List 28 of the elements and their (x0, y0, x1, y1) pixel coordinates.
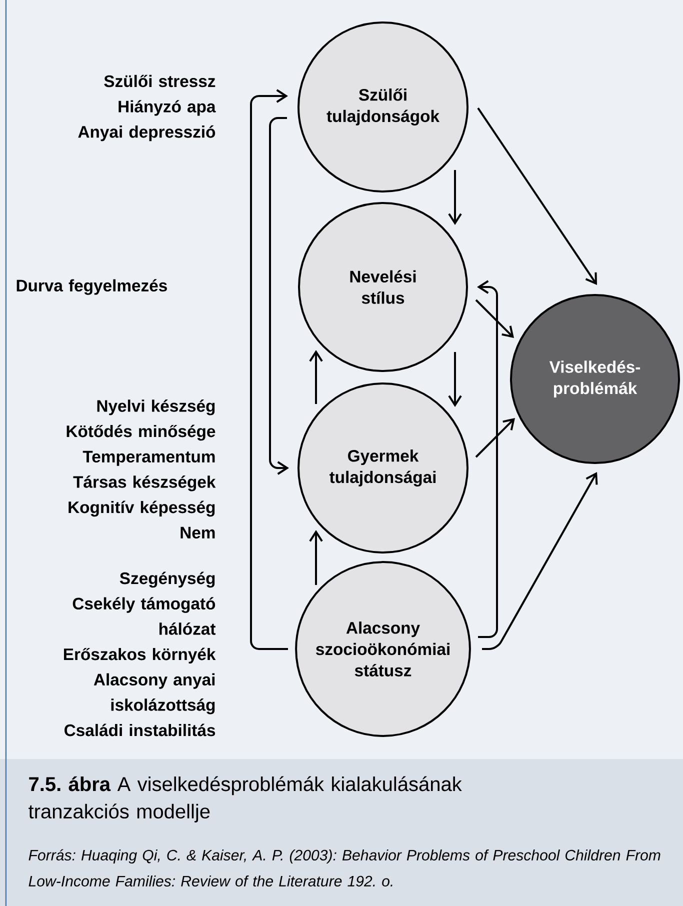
arrow (475, 299, 514, 338)
figure-caption: 7.5. ábra A viselkedésproblémák kialakulásának tranzakciós modellje (28, 776, 462, 822)
arrow (448, 352, 462, 407)
arrow (269, 117, 289, 475)
factor-label: Családi instabilitás (64, 724, 216, 736)
factor-label: Nem (180, 526, 215, 539)
factor-label: Hiányzó apa (118, 100, 216, 116)
arrow (309, 530, 323, 585)
factor-label: Szegénység (120, 572, 215, 588)
arrow (477, 280, 498, 638)
factor-label: Csekély támogató hálózat (72, 597, 216, 635)
source-note: Forrás: Huaqing Qi, C. & Kaiser, A. P. (2003): Behavior Problems of Preschool Children From Low-Income Families: Review of the Literature 192. o. (28, 849, 660, 887)
factor-label: Szülői stressz (104, 74, 216, 88)
arrow (250, 89, 288, 650)
factor-label: Durva fegyelmezés (16, 279, 167, 295)
arrow (309, 350, 323, 404)
arrow (482, 472, 598, 650)
factor-label: Erőszakos környék (64, 648, 216, 664)
factor-label: Temperamentum (82, 450, 215, 466)
arrow (448, 170, 462, 225)
factor-label: Kötődés minősége (66, 424, 216, 441)
factor-label: Társas készségek (73, 475, 216, 492)
factor-label: Nyelvi készség (97, 399, 215, 416)
arrow (475, 418, 515, 458)
factor-label: Kognitív képesség (68, 500, 215, 517)
factor-label: Alacsony anyai iskolázottság (94, 673, 215, 714)
factor-label: Anyai depresszió (78, 125, 216, 142)
arrow (477, 107, 597, 285)
